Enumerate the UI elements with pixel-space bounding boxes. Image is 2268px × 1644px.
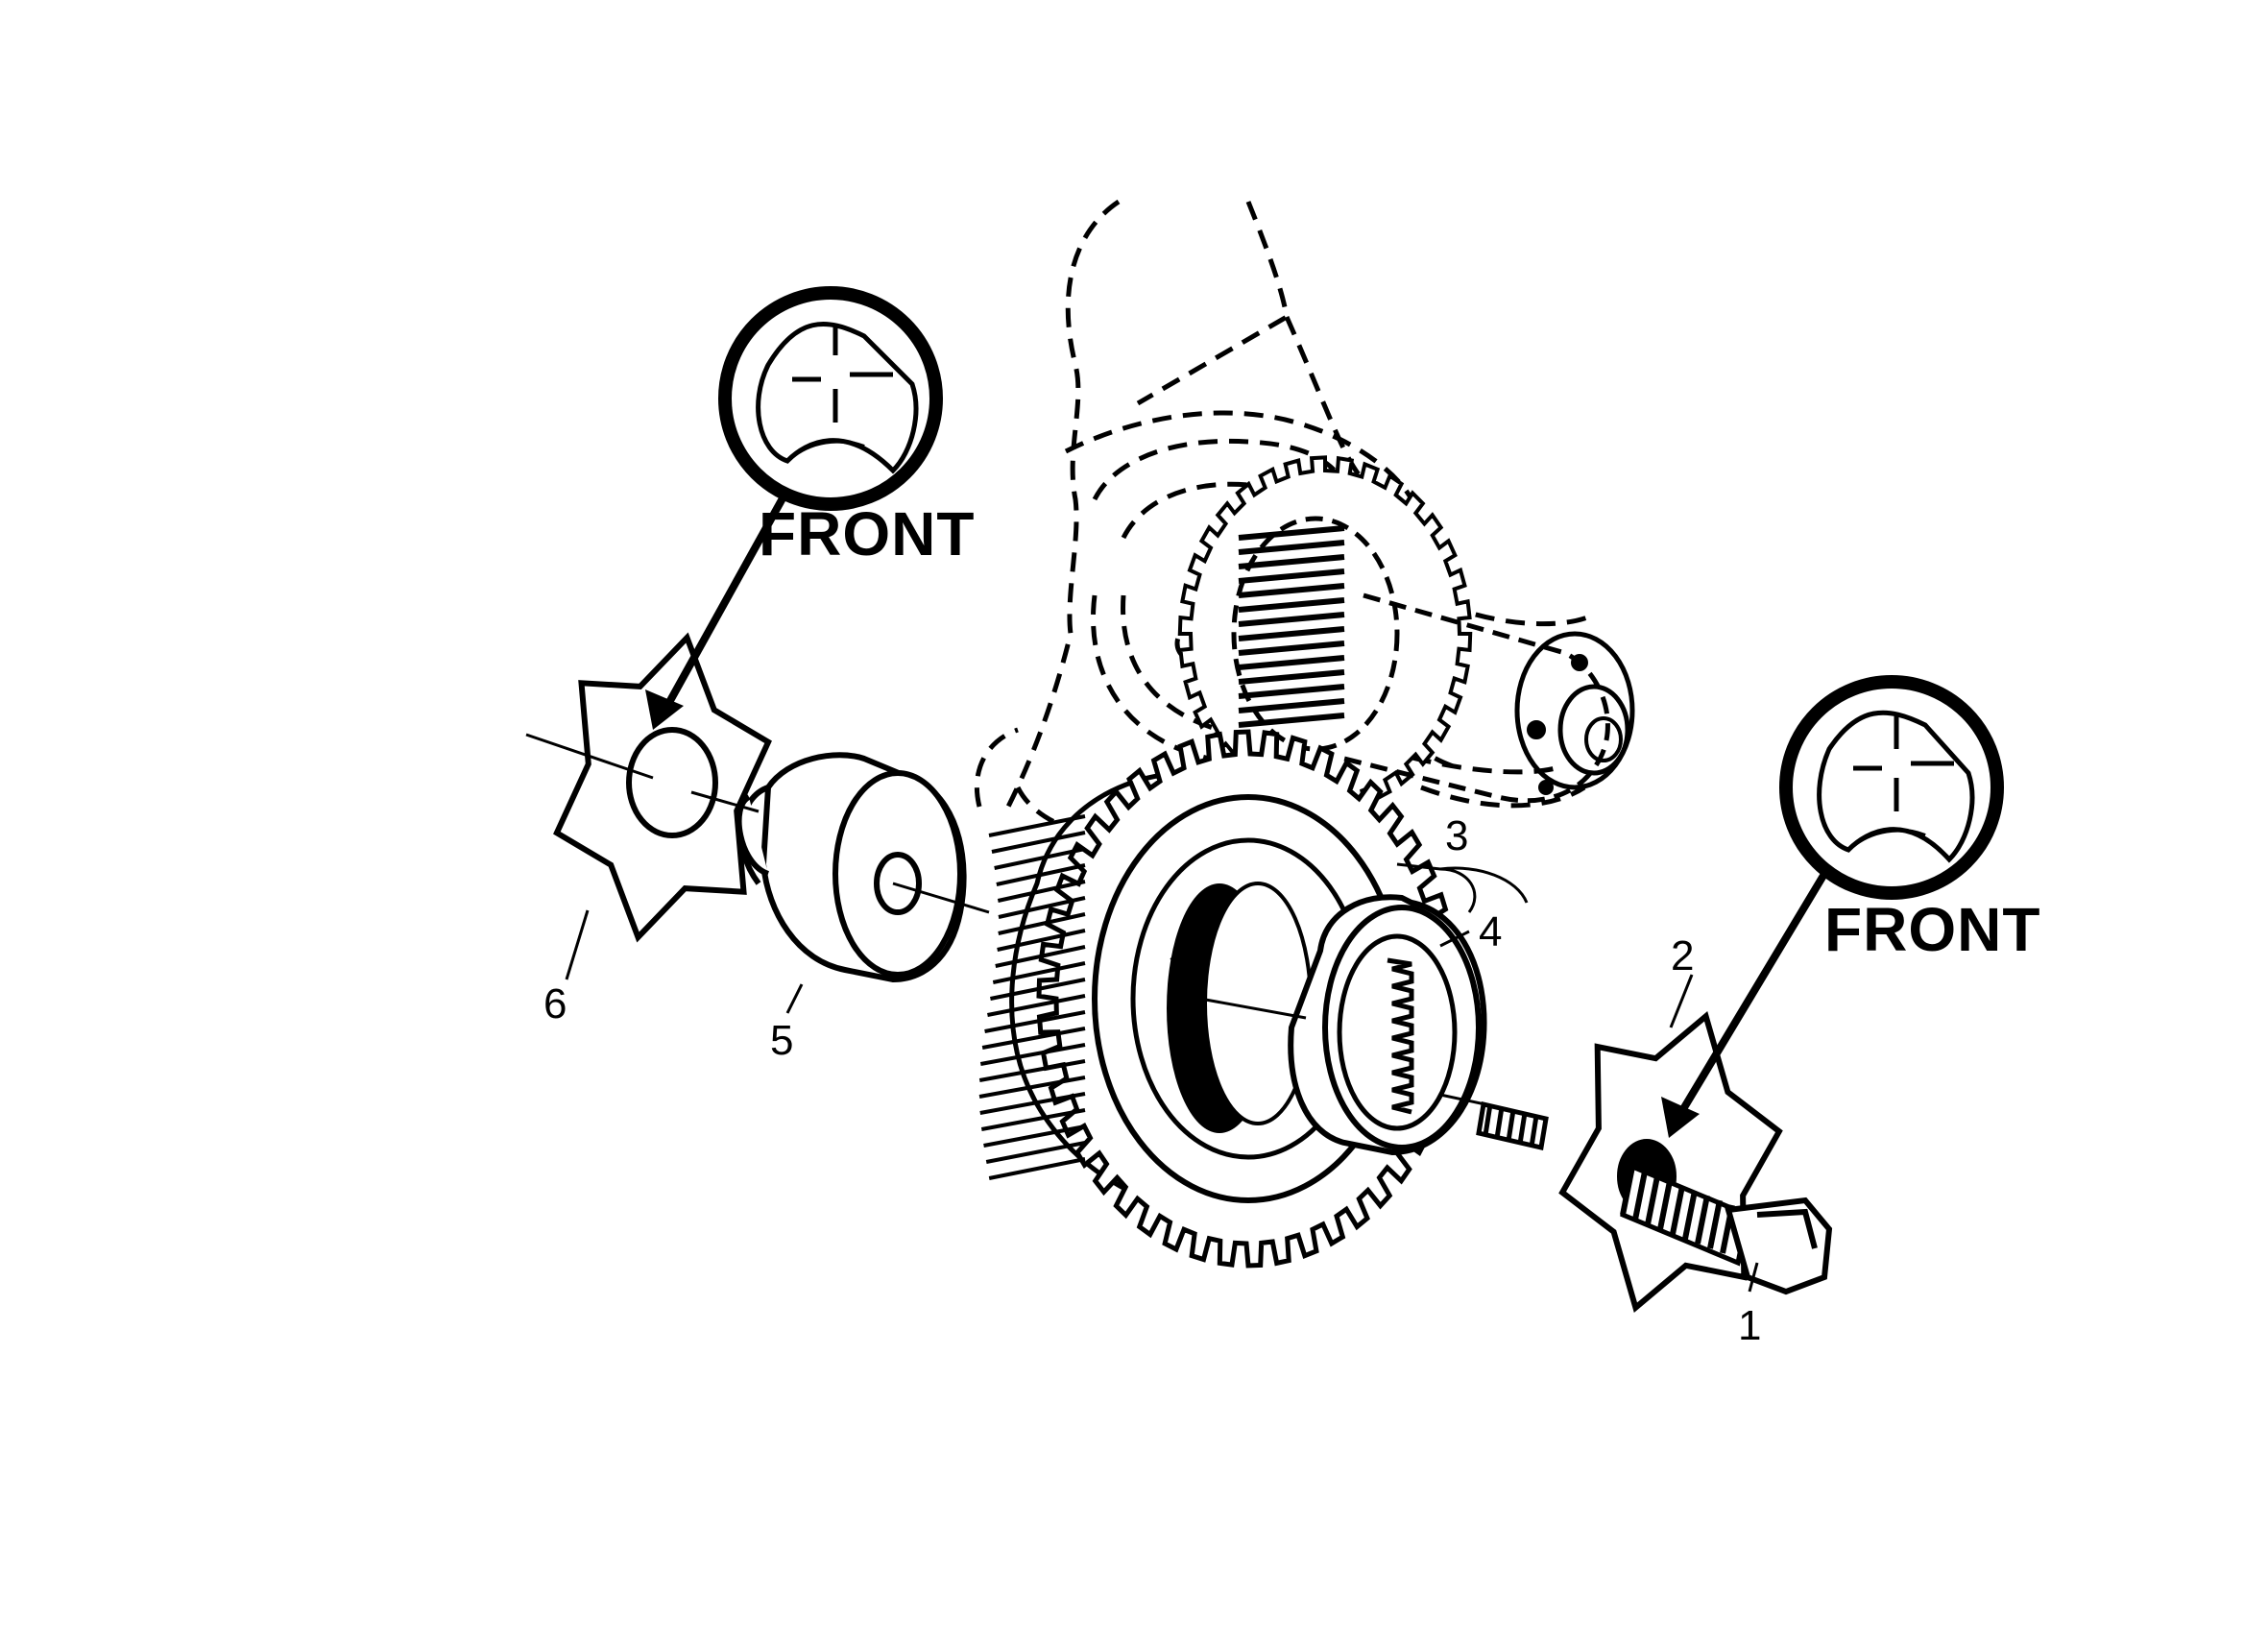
part-leaders	[565, 862, 1759, 1293]
front-label-right: FRONT	[1824, 895, 2040, 964]
part-number-5: 5	[770, 1017, 793, 1064]
front-label-left: FRONT	[759, 499, 975, 568]
splined-hub	[1288, 894, 1487, 1156]
assembly-axis	[525, 733, 1508, 1111]
part-number-4: 4	[1479, 908, 1502, 955]
rear-shaft-gear	[1177, 455, 1635, 812]
front-callout-right: FRONT	[1661, 675, 2040, 1138]
part-number-6: 6	[543, 980, 567, 1028]
star-washer-left	[553, 632, 772, 943]
part-number-2: 2	[1671, 932, 1694, 979]
helical-gear	[978, 729, 1460, 1269]
thrust-bearing	[736, 752, 967, 983]
front-callout-left: FRONT	[645, 286, 975, 730]
part-number-1: 1	[1738, 1302, 1761, 1349]
hex-bolt	[1476, 1100, 1833, 1295]
part-number-3: 3	[1445, 812, 1468, 859]
